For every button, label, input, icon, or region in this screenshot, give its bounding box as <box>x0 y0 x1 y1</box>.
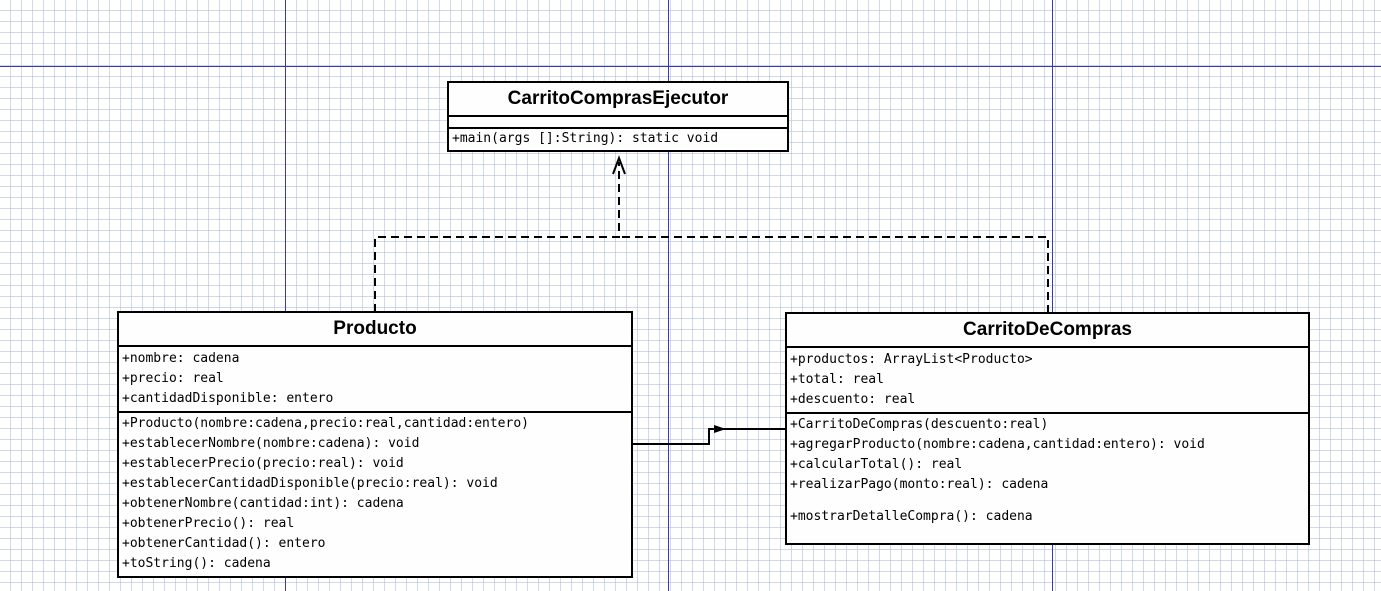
operation: +Producto(nombre:cadena,precio:real,cant… <box>122 416 529 431</box>
operation: +obtenerPrecio(): real <box>122 516 295 531</box>
page-guide-vertical <box>285 0 286 591</box>
association-arrowhead <box>714 425 726 433</box>
attribute: +total: real <box>790 372 884 387</box>
association-line[interactable] <box>632 428 786 445</box>
operation: +realizarPago(monto:real): cadena <box>790 477 1049 492</box>
class-name: CarritoDeCompras <box>787 314 1308 348</box>
attribute: +descuento: real <box>790 392 916 407</box>
page-guide-vertical <box>1052 0 1053 591</box>
class-name: Producto <box>119 313 631 347</box>
operation: +CarritoDeCompras(descuento:real) <box>790 417 1049 432</box>
attributes-section: +nombre: cadena +precio: real +cantidadD… <box>119 347 631 413</box>
dependency-carrito-line[interactable] <box>619 236 1049 313</box>
class-producto[interactable]: Producto +nombre: cadena +precio: real +… <box>117 311 633 578</box>
operation: +main(args []:String): static void <box>452 131 719 146</box>
operation: +establecerCantidadDisponible(precio:rea… <box>122 476 498 491</box>
attributes-section: +productos: ArrayList<Producto> +total: … <box>787 348 1308 414</box>
operations-section: +Producto(nombre:cadena,precio:real,cant… <box>119 413 631 576</box>
operation: +establecerNombre(nombre:cadena): void <box>122 436 420 451</box>
operation: +obtenerCantidad(): entero <box>122 536 326 551</box>
dependency-producto-line[interactable] <box>374 162 620 312</box>
operation: +calcularTotal(): real <box>790 457 963 472</box>
operations-section: +main(args []:String): static void <box>449 129 787 151</box>
blank-line <box>790 495 1308 507</box>
page-guide-horizontal <box>0 66 1381 67</box>
class-carrito-de-compras[interactable]: CarritoDeCompras +productos: ArrayList<P… <box>785 312 1310 545</box>
dependency-arrowhead <box>612 155 626 175</box>
attribute: +precio: real <box>122 371 224 386</box>
attribute: +cantidadDisponible: entero <box>122 391 334 406</box>
operation: +obtenerNombre(cantidad:int): cadena <box>122 496 404 511</box>
attribute: +productos: ArrayList<Producto> <box>790 352 1033 367</box>
operations-section: +CarritoDeCompras(descuento:real) +agreg… <box>787 414 1308 529</box>
operation: +establecerPrecio(precio:real): void <box>122 456 404 471</box>
attributes-section <box>449 117 787 129</box>
class-name: CarritoComprasEjecutor <box>449 83 787 117</box>
operation: +mostrarDetalleCompra(): cadena <box>790 509 1033 524</box>
page-guide-vertical <box>668 0 669 591</box>
attribute: +nombre: cadena <box>122 351 240 366</box>
operation: +toString(): cadena <box>122 556 271 571</box>
operation: +agregarProducto(nombre:cadena,cantidad:… <box>790 437 1205 452</box>
class-carrito-compras-ejecutor[interactable]: CarritoComprasEjecutor +main(args []:Str… <box>447 81 789 152</box>
